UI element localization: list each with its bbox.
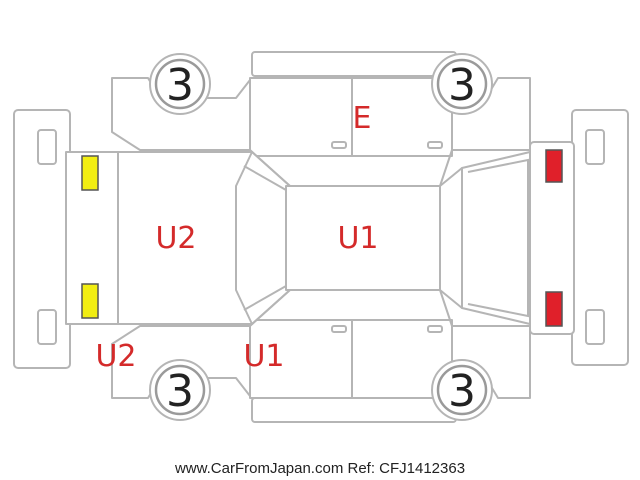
damage-code-front-corner: U2 bbox=[95, 339, 136, 374]
wheel-grade-front-top: 3 bbox=[166, 60, 194, 111]
wheel-rear-bottom: 3 bbox=[431, 359, 493, 421]
wheel-grade-front-bottom: 3 bbox=[166, 366, 194, 417]
wheel-front-top: 3 bbox=[149, 53, 211, 115]
damage-code-hood: U2 bbox=[155, 221, 196, 256]
wheel-rear-top: 3 bbox=[431, 53, 493, 115]
wheel-grade-rear-top: 3 bbox=[448, 60, 476, 111]
wheel-front-bottom: 3 bbox=[149, 359, 211, 421]
rear-bumper bbox=[571, 109, 629, 366]
taillight-left-marker bbox=[545, 149, 563, 183]
bottom-side-body bbox=[111, 319, 531, 423]
front-bumper bbox=[13, 109, 71, 369]
damage-code-roof: U1 bbox=[337, 221, 378, 256]
headlight-left-marker bbox=[81, 155, 99, 191]
taillight-right-marker bbox=[545, 291, 563, 327]
reference-footer: www.CarFromJapan.com Ref: CFJ1412363 bbox=[174, 460, 465, 477]
damage-code-top-doors: E bbox=[353, 101, 372, 136]
damage-code-bottom-door: U1 bbox=[243, 339, 284, 374]
top-view-body bbox=[65, 141, 575, 335]
wheel-grade-rear-bottom: 3 bbox=[448, 366, 476, 417]
headlight-right-marker bbox=[81, 283, 99, 319]
